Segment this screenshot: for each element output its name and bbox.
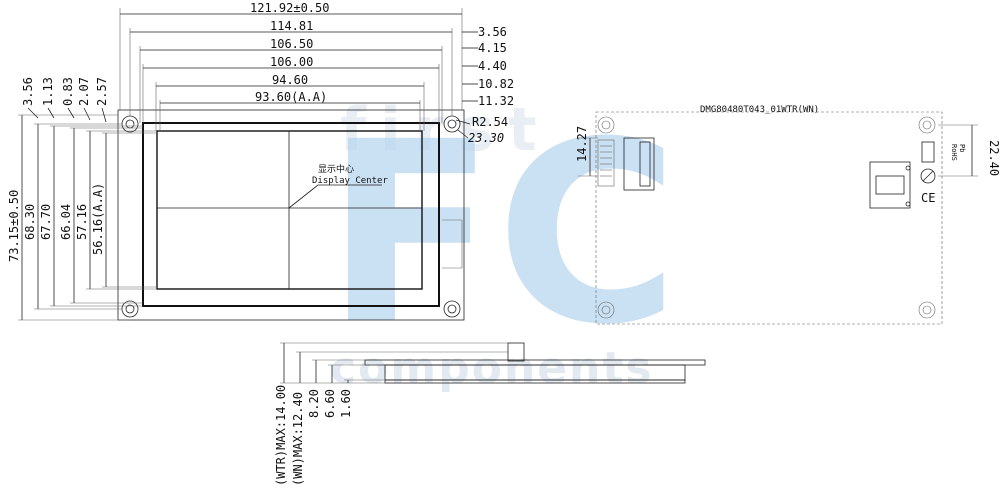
usb-connector — [869, 161, 911, 209]
ce-mark-icon: CE — [921, 191, 935, 205]
dim-l-1-13: 1.13 — [41, 77, 55, 106]
display-center-label-cn: 显示中心 — [318, 163, 354, 175]
dim-height-view: 57.16 — [75, 204, 89, 240]
dim-side-wn: (WN)MAX:12.40 — [291, 392, 305, 486]
left-dimensions: 73.15±0.50 68.30 67.70 66.04 57.16 56.16… — [7, 77, 157, 321]
ffc-connector — [597, 137, 655, 191]
display-center-label-en: Display Center — [312, 176, 388, 186]
back-hole-bl — [597, 301, 615, 319]
dim-width-view: 94.60 — [272, 73, 308, 87]
dim-height-overall: 73.15±0.50 — [7, 190, 21, 262]
back-hole-br — [918, 301, 936, 319]
back-model-label: DMG80480T043_01WTR(WN) — [700, 105, 819, 115]
back-view: DMG80480T043_01WTR(WN) 14.27 — [575, 105, 1000, 325]
mounting-hole-bl — [121, 300, 139, 318]
watermark-letters: FC — [325, 88, 679, 379]
back-hole-tl — [597, 116, 615, 134]
dim-width-bezel-outer: 106.50 — [270, 37, 313, 51]
dim-l-0-83: 0.83 — [61, 77, 75, 106]
display-bezel — [142, 122, 440, 307]
back-hole-tr — [918, 116, 936, 134]
active-area — [156, 130, 423, 290]
dim-side-8-20: 8.20 — [307, 389, 321, 418]
back-pb-label: Pb — [958, 144, 966, 152]
dim-radius: R2.54 — [472, 115, 508, 129]
dim-width-holes: 114.81 — [270, 19, 313, 33]
recycle-icon — [920, 168, 936, 184]
front-view: 显示中心 Display Center — [117, 109, 465, 321]
dim-height-bezel-outer: 67.70 — [39, 204, 53, 240]
back-dim-22-40: 22.40 — [987, 140, 1000, 176]
dim-height-bezel: 66.04 — [59, 204, 73, 240]
watermark-line2: components — [330, 343, 654, 394]
back-dim-14-27: 14.27 — [575, 126, 589, 162]
dim-width-aa: 93.60(A.A) — [255, 90, 327, 104]
dim-height-aa: 56.16(A.A) — [91, 183, 105, 255]
watermark: first FC components — [325, 88, 679, 394]
dim-l-3-56: 3.56 — [21, 77, 35, 106]
dim-width-overall: 121.92±0.50 — [250, 1, 329, 15]
side-view: (WTR)MAX:14.00 (WN)MAX:12.40 8.20 6.60 1… — [274, 342, 706, 486]
dim-side-1-60: 1.60 — [339, 389, 353, 418]
right-top-dimensions: 3.56 4.15 4.40 10.82 11.32 R2.54 23.30 — [455, 25, 514, 145]
dim-r-4-40: 4.40 — [478, 59, 507, 73]
dim-r-3-56: 3.56 — [478, 25, 507, 39]
dim-height-holes: 68.30 — [23, 204, 37, 240]
dim-r-10-82: 10.82 — [478, 77, 514, 91]
dim-side-6-60: 6.60 — [323, 389, 337, 418]
mounting-hole-br — [443, 300, 461, 318]
dim-l-2-07: 2.07 — [77, 77, 91, 106]
dim-side-wtr: (WTR)MAX:14.00 — [274, 385, 288, 486]
mounting-hole-tl — [121, 115, 139, 133]
dim-r-11-32: 11.32 — [478, 94, 514, 108]
top-dimensions: 121.92±0.50 114.81 106.50 106.00 94.60 9… — [119, 1, 463, 131]
dim-l-2-57: 2.57 — [95, 77, 109, 106]
dim-r-4-15: 4.15 — [478, 41, 507, 55]
dim-23-30: 23.30 — [468, 131, 504, 145]
dim-width-bezel: 106.00 — [270, 55, 313, 69]
back-rohs-label: RoHS — [950, 144, 958, 161]
